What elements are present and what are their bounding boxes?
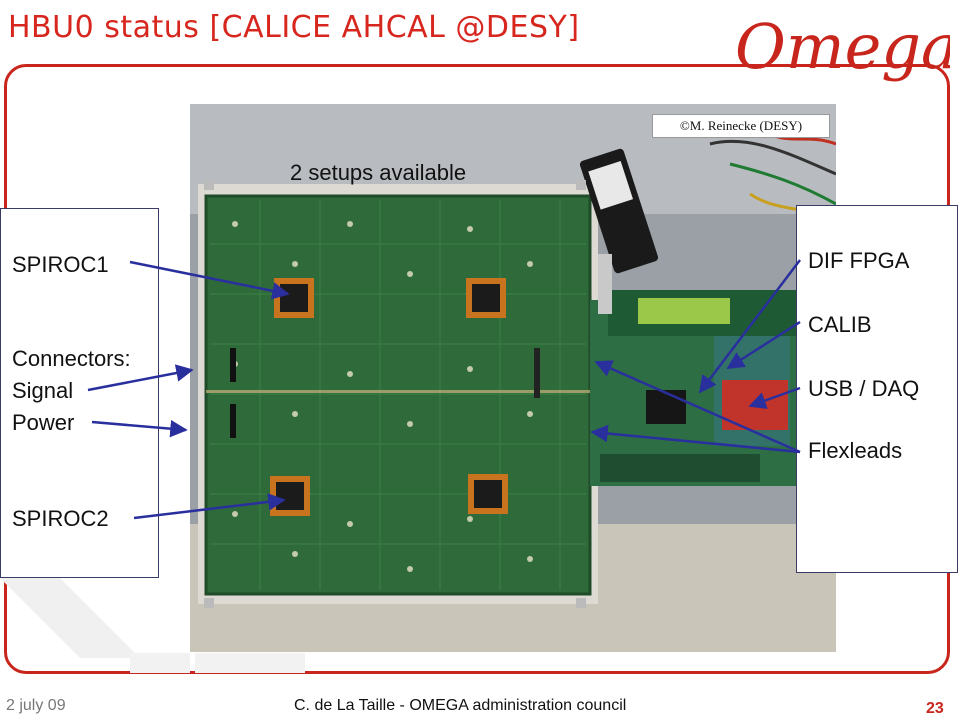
label-connectors: Connectors: (12, 346, 131, 371)
omega-logo: Omega (735, 10, 950, 83)
label-signal: Signal (12, 378, 74, 403)
right-label-box (796, 205, 958, 573)
label-dif-fpga: DIF FPGA (808, 248, 910, 273)
label-spiroc1: SPIROC1 (12, 252, 109, 277)
svg-text:Omega: Omega (735, 10, 950, 83)
page-number: 23 (926, 700, 944, 717)
label-calib: CALIB (808, 312, 872, 337)
photo-copyright: ©M. Reinecke (DESY) (652, 114, 830, 138)
label-spiroc2: SPIROC2 (12, 506, 109, 531)
footer-author: C. de La Taille - OMEGA administration c… (294, 697, 627, 714)
footer-date: 2 july 09 (6, 697, 66, 714)
watermark-graphic (0, 578, 305, 673)
label-power: Power (12, 410, 75, 435)
hbu0-board-photo (190, 104, 836, 652)
slide-title: HBU0 status [CALICE AHCAL @DESY] (8, 10, 580, 45)
label-usb-daq: USB / DAQ (808, 376, 920, 401)
label-flexleads: Flexleads (808, 438, 903, 463)
setups-caption: 2 setups available (290, 160, 467, 185)
